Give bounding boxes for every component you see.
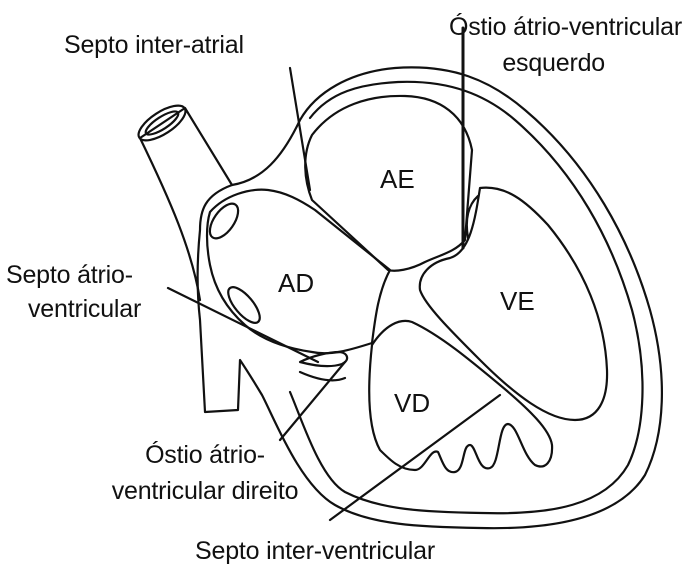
label-ostio-av-direito-line2: ventricular direito (70, 476, 340, 506)
label-ostio-av-esquerdo-line2: esquerdo (400, 48, 605, 78)
vena-cava-left-wall (140, 138, 200, 300)
label-septo-inter-ventricular: Septo inter-ventricular (150, 536, 480, 566)
tricuspid-leaflet (300, 372, 345, 380)
chamber-label-ae: AE (380, 164, 415, 194)
tricuspid-valve (300, 352, 347, 366)
leader-septo-inter-atrial (290, 68, 310, 190)
label-septo-av-line1: Septo átrio- (6, 260, 133, 290)
atrium-opening-upper (204, 199, 243, 243)
chamber-label-vd: VD (394, 388, 430, 418)
label-ostio-av-direito-line1: Óstio átrio- (90, 440, 320, 470)
label-septo-av-line2: ventricular (28, 294, 141, 324)
leader-ostio-av-direito (280, 362, 345, 440)
atrium-opening-lower (223, 282, 265, 327)
chamber-label-ad: AD (278, 268, 314, 298)
chamber-label-ve: VE (500, 286, 535, 316)
leader-septo-av (168, 288, 318, 362)
label-septo-inter-atrial: Septo inter-atrial (64, 30, 244, 60)
label-ostio-av-esquerdo-line1: Óstio átrio-ventricular (400, 12, 682, 42)
vena-cava-superior (140, 108, 232, 185)
